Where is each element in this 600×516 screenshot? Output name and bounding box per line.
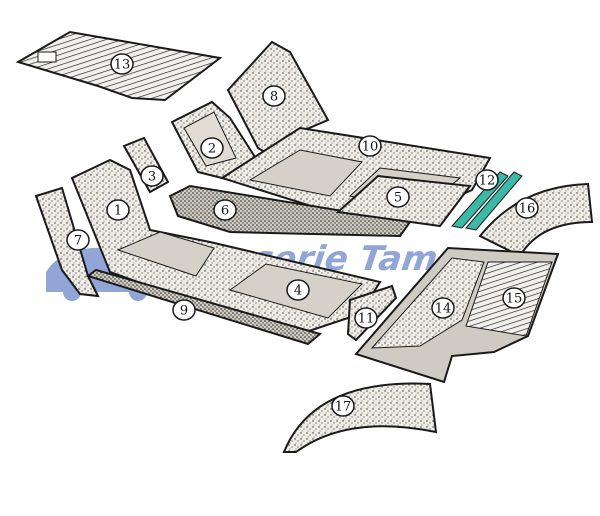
callout-label: 14 [435,302,452,317]
callout-label: 9 [180,304,188,319]
callout-11: 11 [354,307,378,329]
callout-label: 6 [221,204,229,219]
callout-label: 13 [114,58,131,73]
callout-15: 15 [502,287,526,309]
part-6-tunnel [168,184,412,238]
callout-1: 1 [106,199,130,221]
callout-label: 11 [358,312,375,327]
callout-circle [140,165,164,187]
callout-14: 14 [431,297,455,319]
part-16-wheel-arch [478,182,594,258]
callout-12: 12 [475,169,499,191]
callout-13: 13 [110,53,134,75]
callout-label: 8 [270,90,278,105]
callout-label: 2 [208,142,216,157]
part-14-15-trunk-mat [354,246,560,384]
callout-label: 3 [148,170,156,185]
callout-3: 3 [140,165,164,187]
callout-circle [110,53,134,75]
callout-circle [262,85,286,107]
callout-4: 4 [286,279,310,301]
callout-circle [502,287,526,309]
callout-label: 10 [362,140,379,155]
callout-label: 7 [74,234,82,249]
callout-8: 8 [262,85,286,107]
callout-17: 17 [331,395,355,417]
part-17-wheel-arch [282,382,438,453]
callout-10: 10 [358,135,382,157]
callout-16: 16 [515,197,539,219]
callout-label: 16 [519,202,536,217]
callout-circle [200,137,224,159]
callout-circle [386,186,410,208]
callout-label: 12 [479,174,496,189]
callout-circle [354,307,378,329]
part-9-sill-strip [85,268,323,346]
callout-7: 7 [66,229,90,251]
callout-label: 5 [394,191,402,206]
callout-circle [331,395,355,417]
callout-2: 2 [200,137,224,159]
callout-5: 5 [386,186,410,208]
callout-circle [515,197,539,219]
callout-circle [475,169,499,191]
callout-label: 15 [506,292,523,307]
callout-circle [286,279,310,301]
callout-label: 4 [294,284,302,299]
callout-circle [66,229,90,251]
callout-label: 1 [114,204,122,219]
callout-circle [172,299,196,321]
callout-9: 9 [172,299,196,321]
callout-6: 6 [213,199,237,221]
callout-circle [213,199,237,221]
callout-circle [431,297,455,319]
callout-label: 17 [335,400,352,415]
callout-circle [106,199,130,221]
callout-circle [358,135,382,157]
